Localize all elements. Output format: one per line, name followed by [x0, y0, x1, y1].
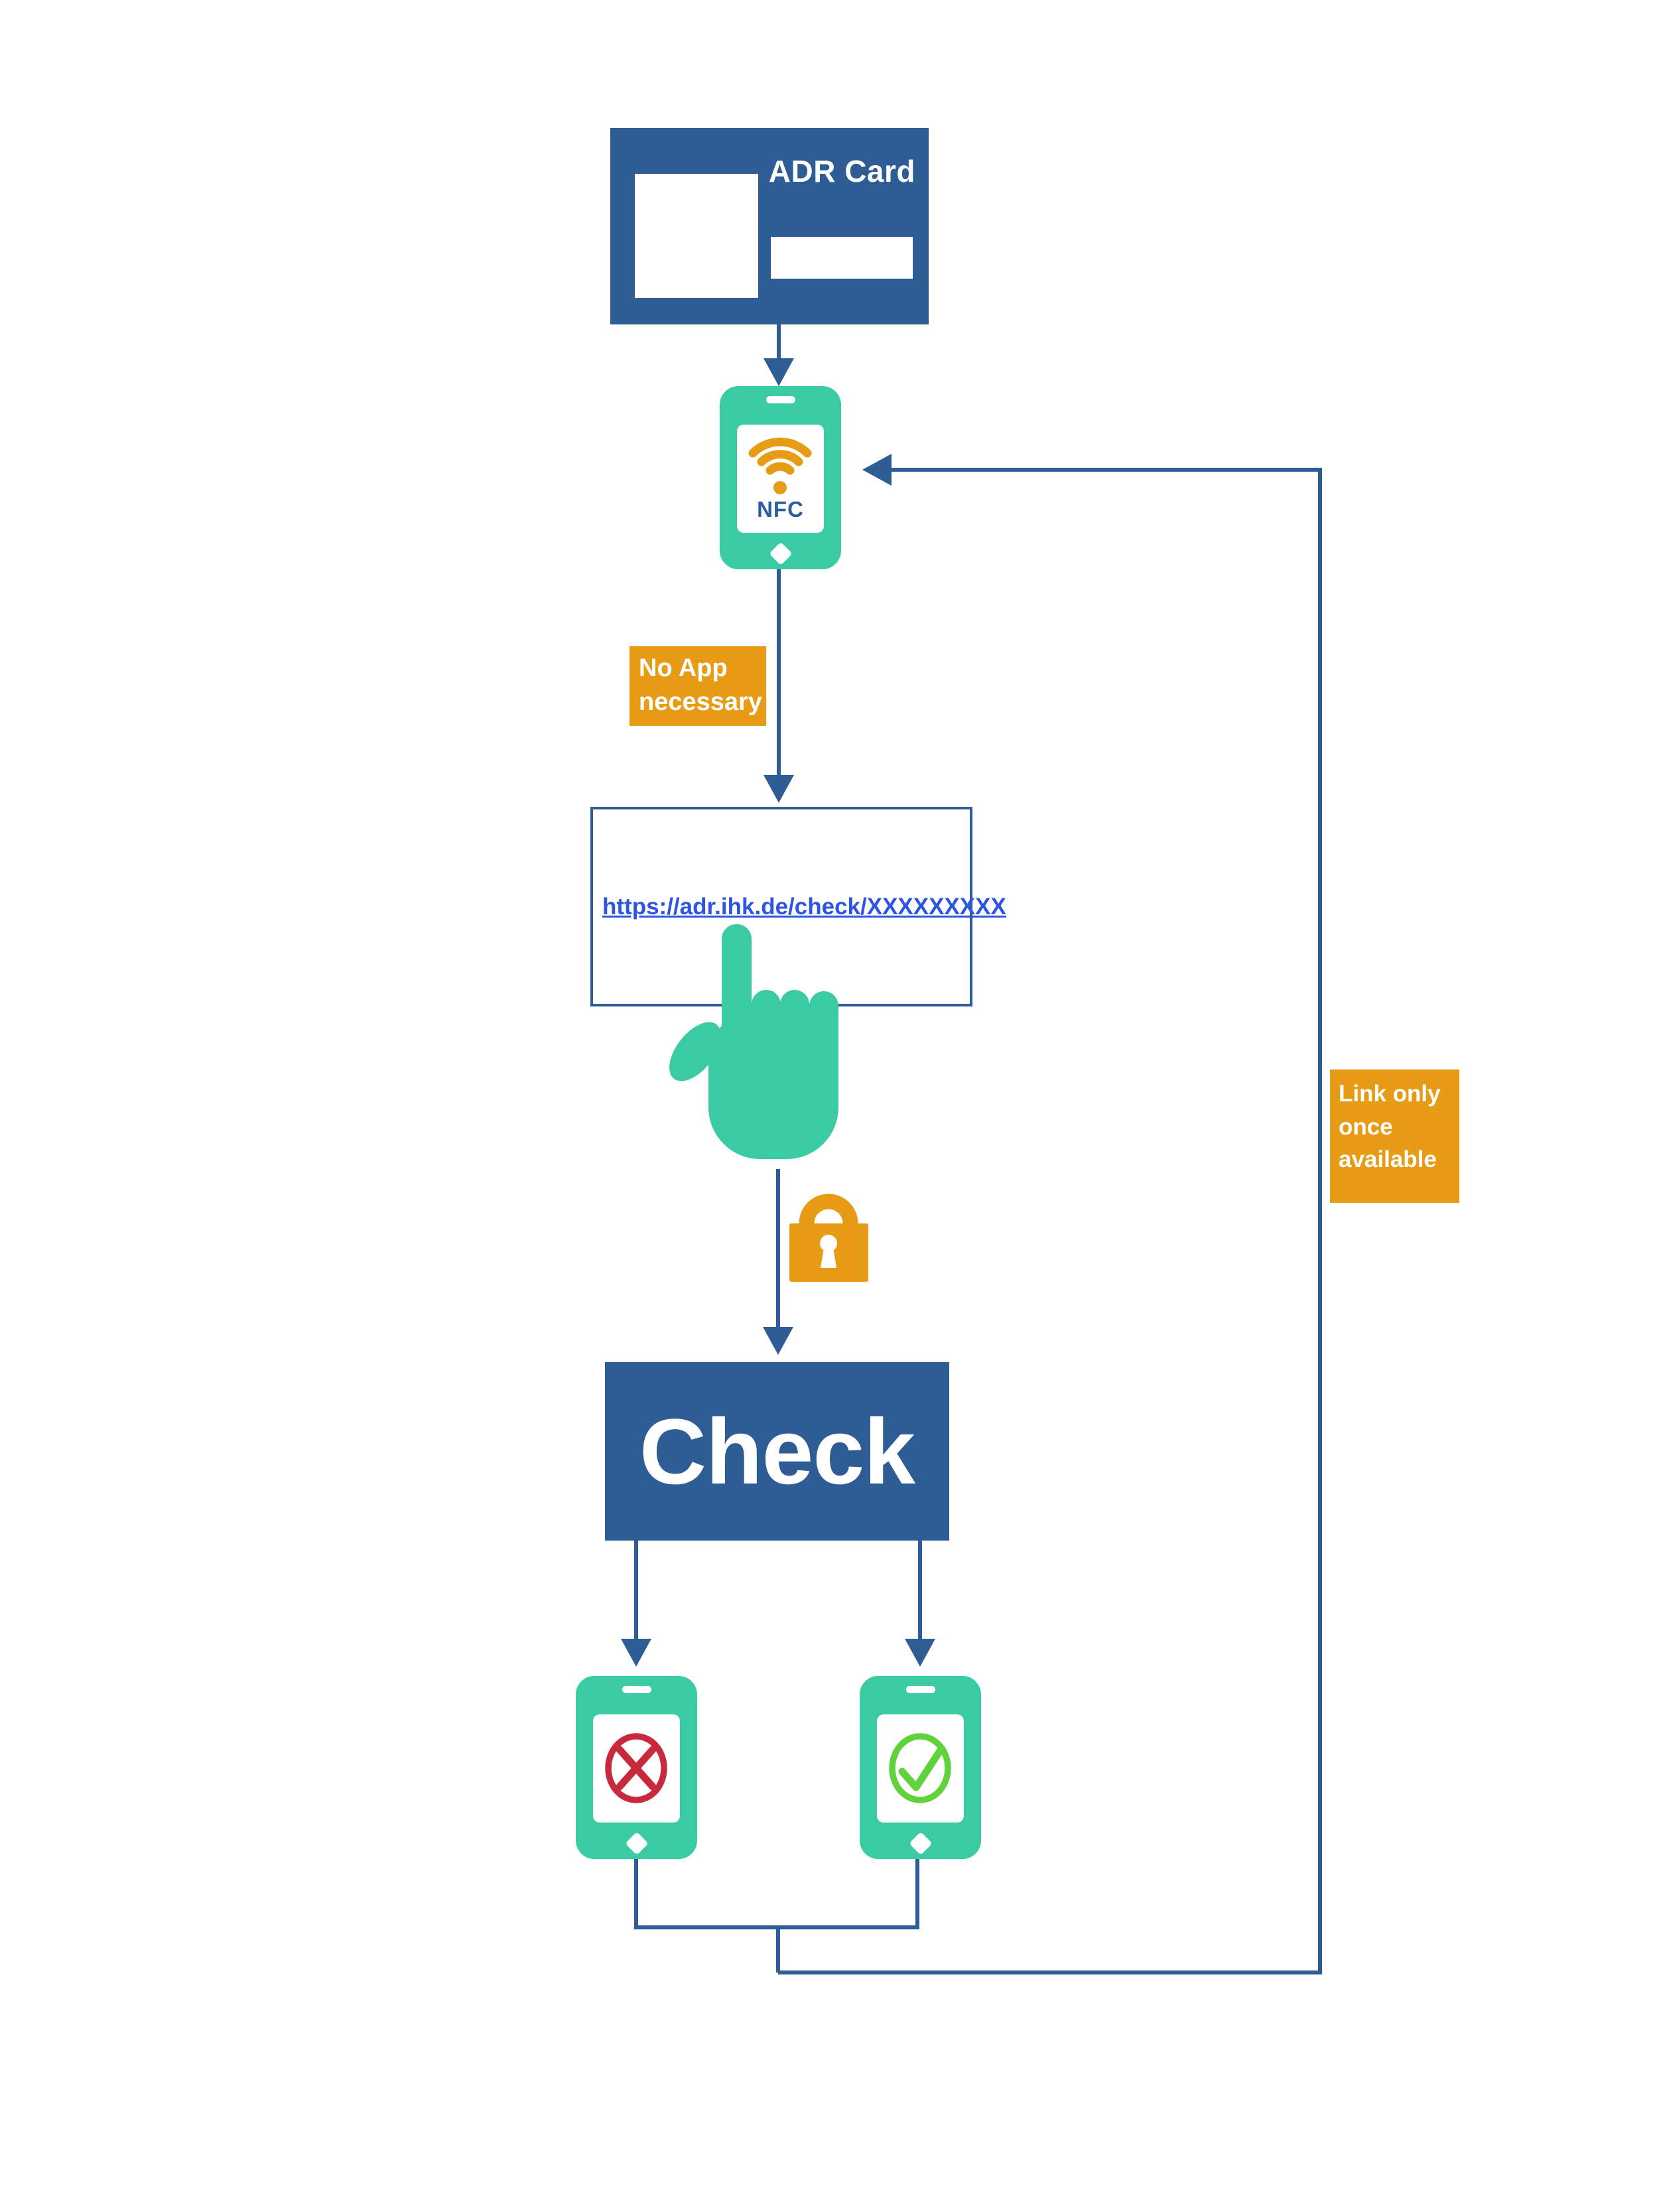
- card-photo-placeholder: [635, 174, 758, 298]
- phone-speaker: [622, 1686, 651, 1693]
- nfc-phone: NFC: [720, 386, 841, 569]
- card-name-placeholder: [771, 237, 913, 279]
- result-phone-success: [860, 1676, 981, 1859]
- no-app-label: No App necessary: [630, 646, 766, 726]
- arrowhead-down-icon: [621, 1639, 651, 1667]
- arrowhead-down-icon: [763, 775, 794, 803]
- adr-card: ADR Card: [610, 128, 929, 324]
- fail-phone-screen: [593, 1714, 680, 1823]
- arrowhead-down-icon: [763, 358, 794, 386]
- check-box: Check: [605, 1362, 949, 1541]
- nfc-label: NFC: [757, 497, 804, 521]
- check-url-link[interactable]: https://adr.ihk.de/check/XXXXXXXXX: [602, 893, 1006, 920]
- cross-circle-icon: [605, 1733, 667, 1803]
- arrowhead-left-icon: [862, 454, 892, 486]
- nfc-phone-screen: NFC: [737, 425, 824, 533]
- check-circle-icon: [889, 1733, 951, 1803]
- phone-home-button: [908, 1831, 933, 1856]
- lock-icon: [789, 1194, 868, 1282]
- phone-speaker: [905, 1686, 935, 1693]
- adr-card-title: ADR Card: [768, 154, 915, 188]
- check-box-label: Check: [639, 1399, 915, 1503]
- arrowhead-down-icon: [905, 1639, 935, 1667]
- success-phone-screen: [877, 1714, 964, 1823]
- phone-home-button: [768, 541, 793, 566]
- arrowhead-down-icon: [763, 1327, 793, 1355]
- link-box: https://adr.ihk.de/check/XXXXXXXXX: [590, 807, 1006, 1006]
- phone-speaker: [765, 396, 795, 403]
- phone-home-button: [624, 1831, 649, 1856]
- result-phone-fail: [576, 1676, 697, 1859]
- link-once-label: Link only once available: [1330, 1070, 1459, 1203]
